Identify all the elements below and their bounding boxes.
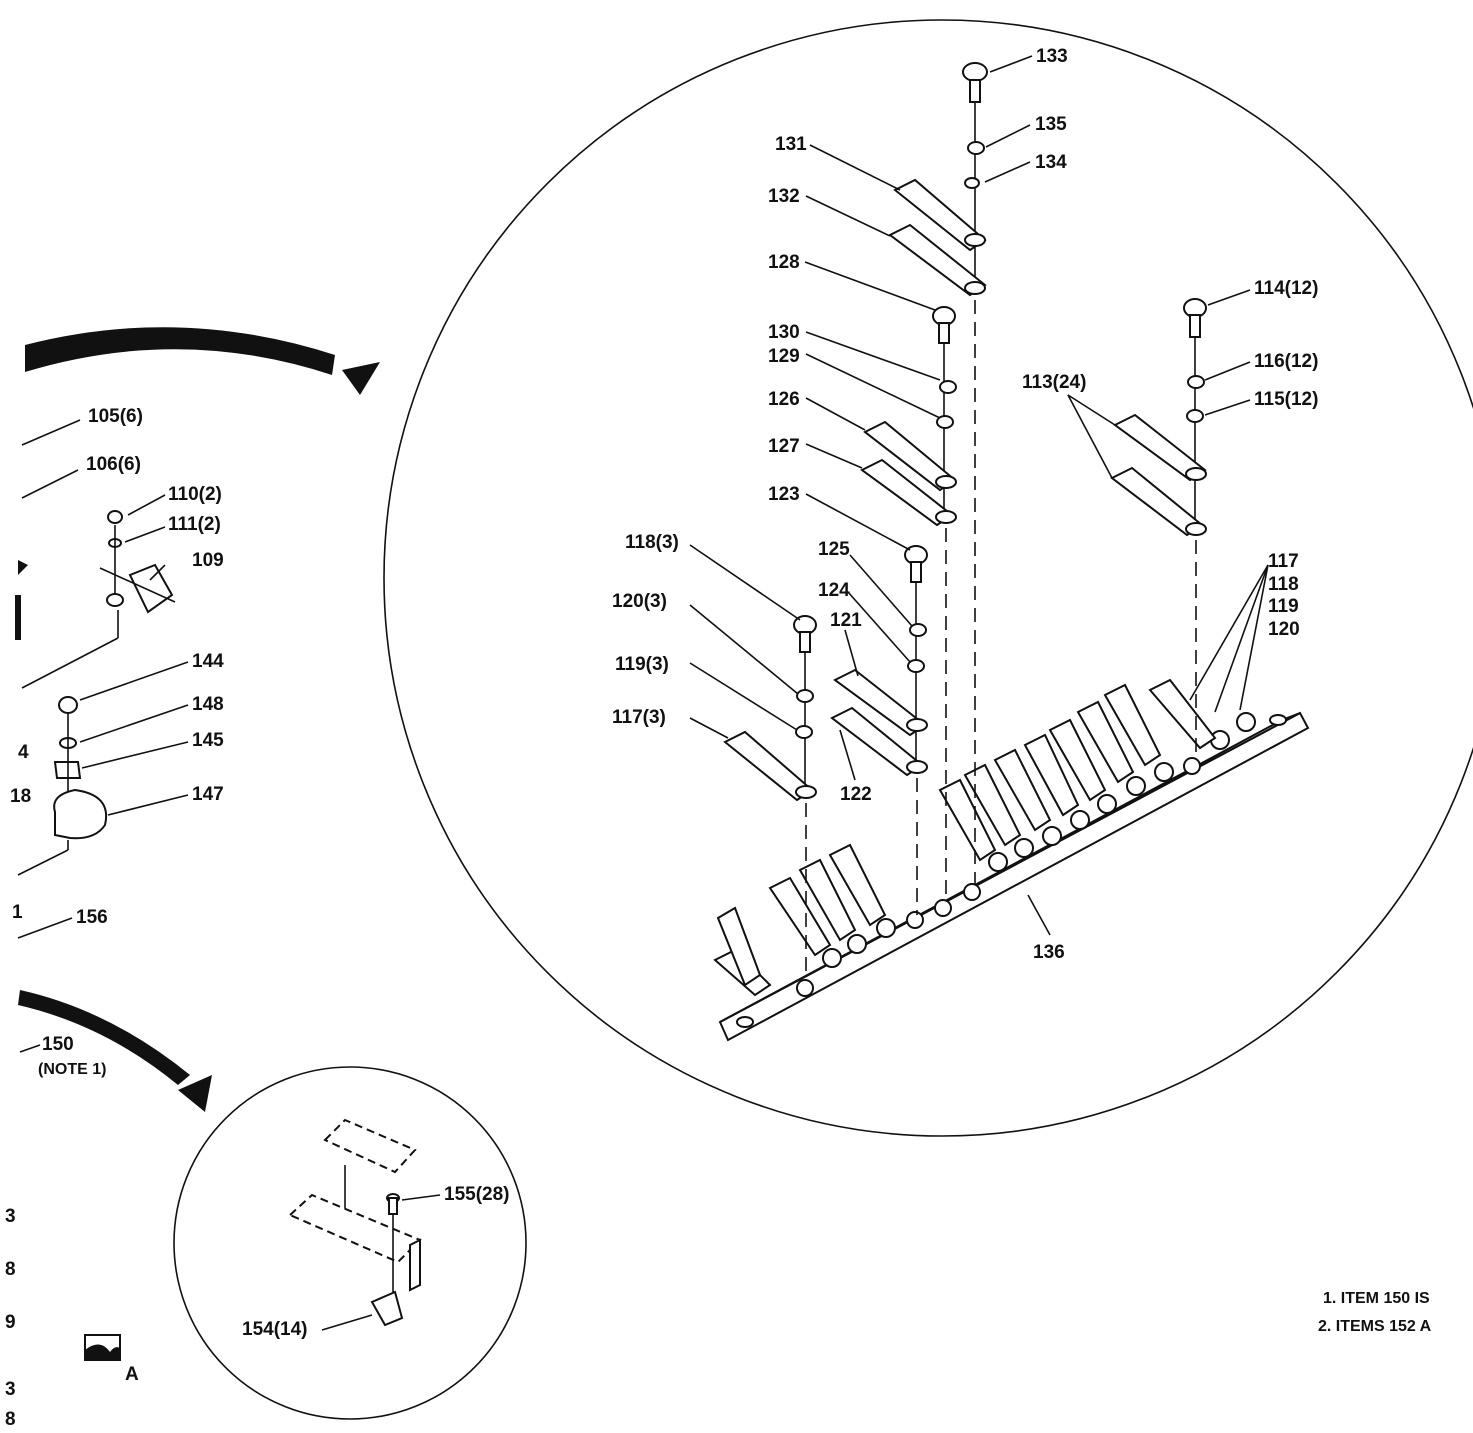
callout-136: 136 — [1033, 942, 1065, 963]
callout-121: 121 — [830, 610, 862, 631]
lower-curved-arrow — [18, 990, 212, 1112]
edge-digit-5: 8 — [5, 1409, 16, 1430]
callout-125: 125 — [818, 539, 850, 560]
callout-117-3: 117(3) — [612, 707, 666, 728]
stack-114 — [1110, 298, 1207, 760]
left-assembly — [15, 419, 189, 1053]
callout-111-2: 111(2) — [168, 514, 221, 535]
view-a-symbol — [84, 1334, 121, 1361]
callout-130: 130 — [768, 322, 800, 343]
leader-lines-main — [689, 55, 1269, 936]
callout-118: 118 — [1268, 574, 1299, 595]
edge-digit-1: 3 — [5, 1206, 16, 1227]
stack-133 — [888, 62, 988, 885]
callout-109: 109 — [192, 550, 224, 571]
callout-144: 144 — [192, 651, 224, 672]
edge-digit-4: 3 — [5, 1379, 16, 1400]
stack-125 — [830, 545, 928, 915]
small-detail-circle — [173, 1066, 527, 1420]
callout-156: 156 — [76, 907, 108, 928]
callout-126: 126 — [768, 389, 800, 410]
callout-127: 127 — [768, 436, 800, 457]
board-studs — [796, 712, 1256, 997]
callout-120: 120 — [1268, 619, 1300, 640]
callout-114-12: 114(12) — [1254, 278, 1318, 299]
callout-128: 128 — [768, 252, 800, 273]
note-1: 1. ITEM 150 IS — [1323, 1290, 1430, 1307]
edge-fragment-4: 4 — [18, 742, 29, 763]
callout-115-12: 115(12) — [1254, 389, 1318, 410]
board-lugs — [713, 678, 1217, 997]
callout-150: 150 — [42, 1034, 74, 1055]
callout-113-24: 113(24) — [1022, 372, 1086, 393]
callout-131: 131 — [775, 134, 807, 155]
callout-148: 148 — [192, 694, 224, 715]
callout-124: 124 — [818, 580, 850, 601]
callout-116-12: 116(12) — [1254, 351, 1318, 372]
callout-note-1: (NOTE 1) — [38, 1061, 106, 1078]
callout-119-3: 119(3) — [615, 654, 669, 675]
callout-118-3: 118(3) — [625, 532, 679, 553]
note-2: 2. ITEMS 152 A — [1318, 1318, 1432, 1335]
callout-105-6: 105(6) — [88, 406, 143, 427]
callout-134: 134 — [1035, 152, 1067, 173]
callout-117: 117 — [1268, 551, 1299, 572]
edge-fragment-1: 1 — [12, 902, 23, 923]
upper-curved-arrow — [25, 327, 380, 395]
callout-133: 133 — [1036, 46, 1068, 67]
edge-fragment-18: 18 — [10, 786, 31, 807]
callout-132: 132 — [768, 186, 800, 207]
callout-110-2: 110(2) — [168, 484, 222, 505]
callout-135: 135 — [1035, 114, 1067, 135]
callout-147: 147 — [192, 784, 224, 805]
small-circle-assembly — [288, 1118, 441, 1331]
callout-155-28: 155(28) — [444, 1184, 510, 1205]
edge-digit-3: 9 — [5, 1312, 16, 1333]
callout-154-14: 154(14) — [242, 1319, 308, 1340]
callout-129: 129 — [768, 346, 800, 367]
stack-118 — [723, 615, 817, 980]
callout-106-6: 106(6) — [86, 454, 141, 475]
callout-120-3: 120(3) — [612, 591, 667, 612]
callout-145: 145 — [192, 730, 224, 751]
callout-119: 119 — [1268, 596, 1299, 617]
main-detail-circle — [383, 19, 1473, 1137]
callout-122: 122 — [840, 784, 872, 805]
callout-123: 123 — [768, 484, 800, 505]
view-a-label: A — [125, 1364, 139, 1385]
stack-128 — [860, 306, 957, 900]
edge-digit-2: 8 — [5, 1259, 16, 1280]
